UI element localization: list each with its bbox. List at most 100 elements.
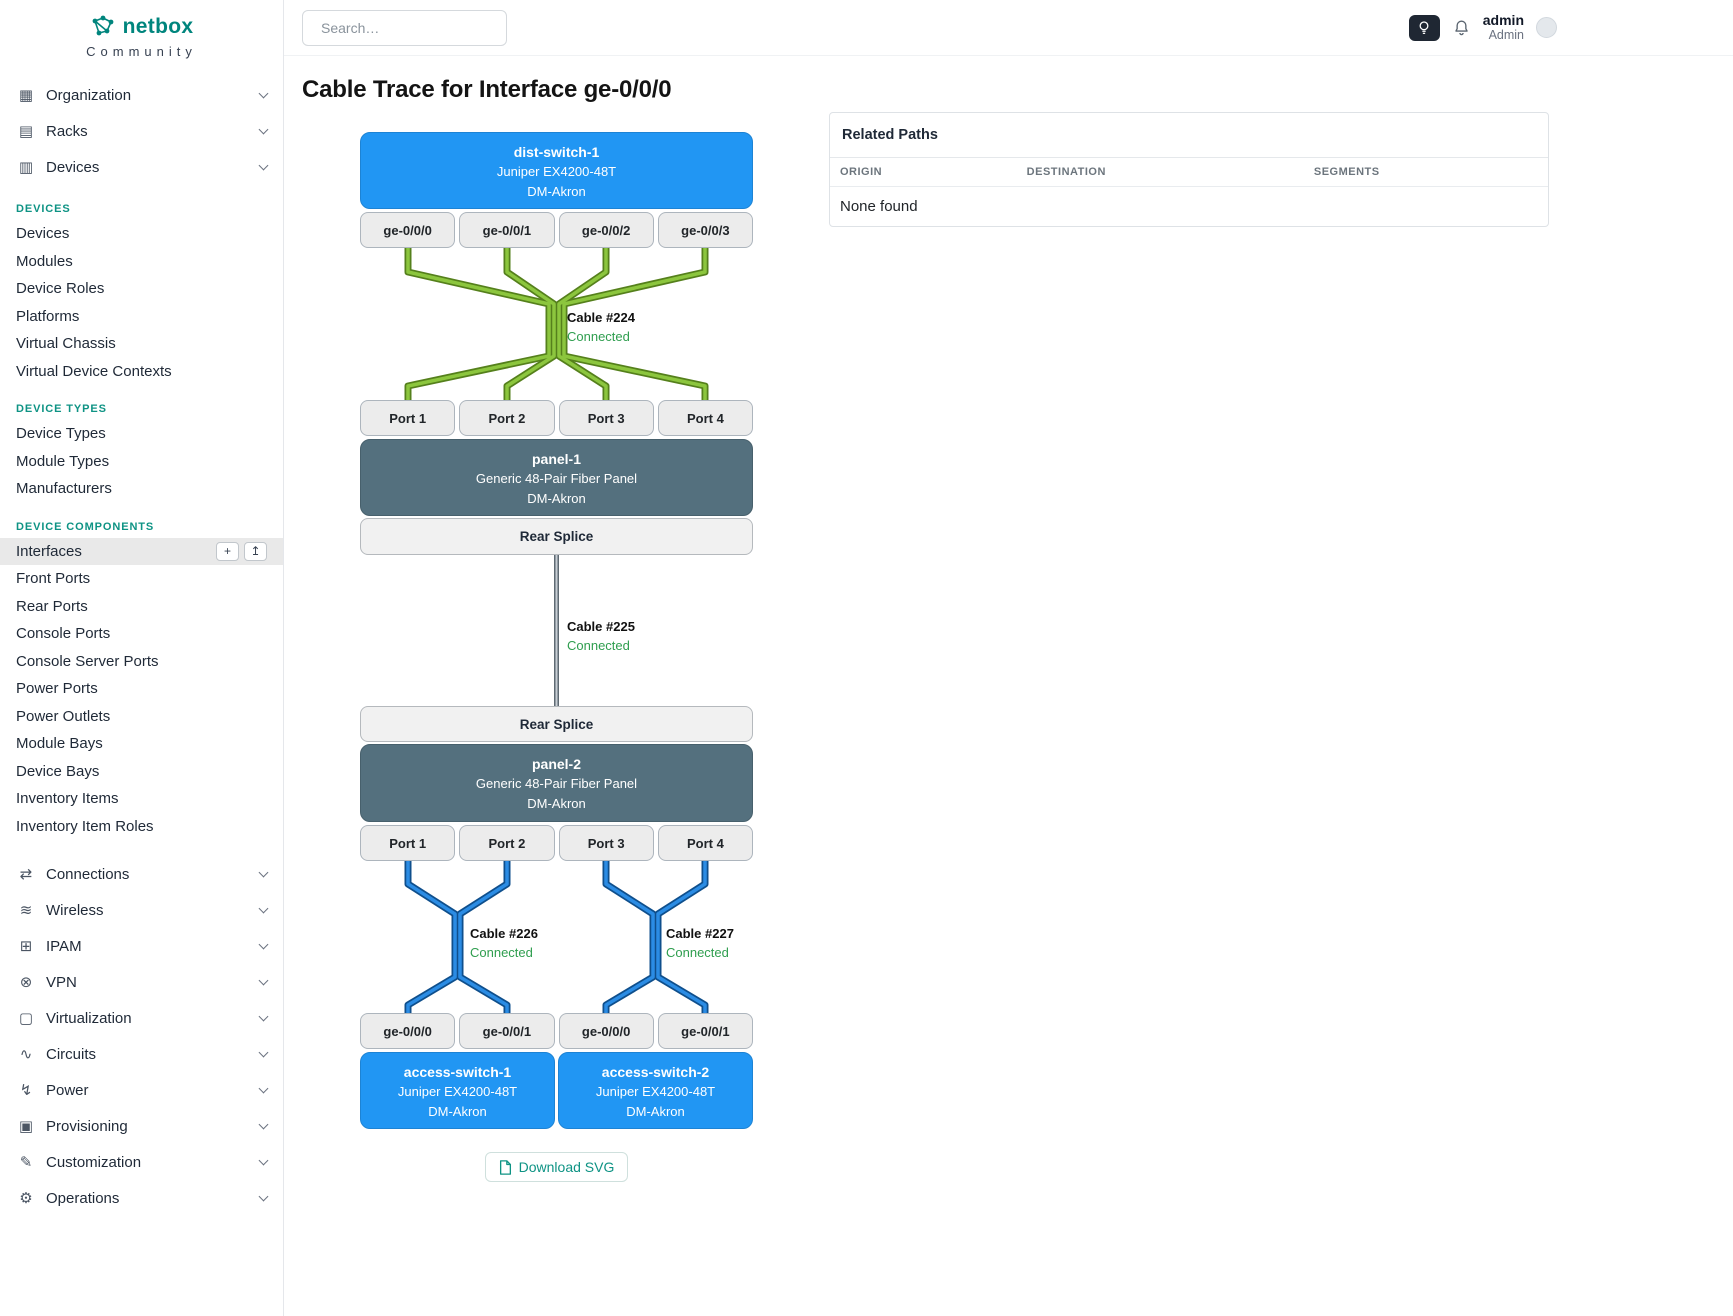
related-paths-title: Related Paths	[830, 113, 1548, 158]
sidebar-item-virtual-chassis[interactable]: Virtual Chassis	[16, 335, 116, 352]
sidebar-item-virtual-device-contexts[interactable]: Virtual Device Contexts	[16, 362, 172, 380]
table-row: None found	[830, 187, 1548, 227]
virtualization-icon: ▢	[18, 1010, 34, 1027]
device-node-dist-switch-1[interactable]: dist-switch-1 Juniper EX4200-48T DM-Akro…	[360, 132, 753, 209]
port-box[interactable]: Port 2	[459, 825, 555, 861]
sidebar-item-devices[interactable]: Devices	[16, 225, 70, 242]
sidebar-group-devices[interactable]: ▥ Devices	[0, 149, 283, 185]
sidebar-item-console-ports[interactable]: Console Ports	[16, 625, 111, 642]
device-node-panel-2[interactable]: panel-2 Generic 48-Pair Fiber Panel DM-A…	[360, 744, 753, 822]
interface-box[interactable]: ge-0/0/1	[459, 1013, 555, 1049]
sidebar-group-virtualization[interactable]: ▢ Virtualization	[0, 1000, 283, 1036]
sidebar-group-operations[interactable]: ⚙ Operations	[0, 1180, 283, 1216]
sidebar-group-wireless[interactable]: ≋ Wireless	[0, 892, 283, 928]
sidebar-item-platforms[interactable]: Platforms	[16, 307, 80, 325]
interface-box[interactable]: ge-0/0/0	[558, 1013, 654, 1049]
column-destination: DESTINATION	[1016, 158, 1304, 187]
sidebar-group-racks[interactable]: ▤ Racks	[0, 113, 283, 149]
chevron-down-icon	[258, 1047, 269, 1058]
interface-box[interactable]: ge-0/0/2	[558, 212, 654, 248]
vpn-icon: ⊗	[19, 974, 33, 991]
sidebar-item-power-ports[interactable]: Power Ports	[16, 680, 98, 697]
sidebar-group-provisioning[interactable]: ▣ Provisioning	[0, 1108, 283, 1144]
chevron-down-icon	[258, 1191, 269, 1202]
sidebar-item-manufacturers[interactable]: Manufacturers	[16, 480, 112, 497]
add-interface-button[interactable]: +	[216, 541, 239, 561]
port-box[interactable]: Port 1	[360, 400, 456, 436]
sidebar-group-organization[interactable]: ▦ Organization	[0, 77, 283, 113]
ipam-icon: ⊞	[19, 938, 33, 955]
chevron-down-icon	[258, 1119, 269, 1130]
provisioning-icon: ▣	[18, 1118, 34, 1135]
brand-name: netbox	[122, 15, 194, 38]
port-box[interactable]: Port 4	[657, 400, 753, 436]
sidebar-item-modules[interactable]: Modules	[16, 252, 73, 270]
lightbulb-icon	[1419, 21, 1429, 34]
cable-227-label: Cable #227 Connected	[666, 924, 734, 962]
sidebar-item-rear-ports[interactable]: Rear Ports	[16, 597, 88, 615]
port-box[interactable]: Port 1	[360, 825, 456, 861]
sidebar-item-front-ports[interactable]: Front Ports	[16, 570, 91, 587]
device-node-access-switch-2[interactable]: access-switch-2 Juniper EX4200-48T DM-Ak…	[558, 1052, 753, 1129]
page-title: Cable Trace for Interface ge-0/0/0	[302, 76, 672, 103]
sidebar-group-power[interactable]: ↯ Power	[0, 1072, 283, 1108]
section-header-devices: DEVICES	[16, 203, 71, 215]
port-box[interactable]: Port 2	[459, 400, 555, 436]
avatar[interactable]	[1536, 17, 1557, 38]
import-interfaces-button[interactable]: ↥	[244, 541, 267, 561]
sidebar-item-power-outlets[interactable]: Power Outlets	[16, 707, 111, 725]
sidebar-item-device-roles[interactable]: Device Roles	[16, 280, 105, 297]
theme-toggle-button[interactable]	[1408, 14, 1440, 41]
sidebar-group-ipam[interactable]: ⊞ IPAM	[0, 928, 283, 964]
sidebar-item-inventory-item-roles[interactable]: Inventory Item Roles	[16, 817, 154, 835]
sidebar-group-vpn[interactable]: ⊗ VPN	[0, 964, 283, 1000]
rear-splice-box[interactable]: Rear Splice	[360, 518, 753, 555]
sidebar-group-circuits[interactable]: ∿ Circuits	[0, 1036, 283, 1072]
search-box[interactable]	[302, 9, 507, 46]
sidebar-group-connections[interactable]: ⇄ Connections	[0, 856, 283, 892]
cable-status: Connected	[666, 945, 729, 960]
sidebar-item-module-bays[interactable]: Module Bays	[16, 735, 103, 752]
cable-226-label: Cable #226 Connected	[470, 924, 538, 962]
device-node-panel-1[interactable]: panel-1 Generic 48-Pair Fiber Panel DM-A…	[360, 439, 753, 516]
chevron-down-icon	[258, 939, 269, 950]
sidebar-item-module-types[interactable]: Module Types	[16, 452, 110, 470]
sidebar-item-device-bays[interactable]: Device Bays	[16, 762, 100, 780]
sidebar-nav: ▦ Organization ▤ Racks ▥ Devices DEVICES…	[0, 65, 283, 1216]
search-input[interactable]	[321, 19, 502, 36]
sidebar-item-device-types[interactable]: Device Types	[16, 425, 106, 442]
cable-status: Connected	[470, 945, 533, 960]
port-box[interactable]: Port 3	[558, 400, 654, 436]
download-svg-button[interactable]: Download SVG	[484, 1152, 629, 1182]
cable-trace-diagram: dist-switch-1 Juniper EX4200-48T DM-Akro…	[360, 132, 753, 1129]
cable-name[interactable]: Cable #227	[666, 926, 734, 941]
sidebar-group-customization[interactable]: ✎ Customization	[0, 1144, 283, 1180]
port-box[interactable]: Port 3	[558, 825, 654, 861]
cable-name[interactable]: Cable #225	[567, 619, 635, 634]
interface-box[interactable]: ge-0/0/0	[360, 212, 456, 248]
netbox-logo-icon	[92, 15, 114, 36]
sidebar-item-interfaces[interactable]: Interfaces + ↥	[0, 537, 283, 565]
organization-icon: ▦	[18, 87, 34, 104]
chevron-down-icon	[258, 88, 269, 99]
bottom-interface-row: ge-0/0/0 ge-0/0/1 ge-0/0/0 ge-0/0/1	[360, 1013, 753, 1049]
column-segments: SEGMENTS	[1303, 158, 1548, 187]
interface-box[interactable]: ge-0/0/1	[657, 1013, 753, 1049]
sidebar-item-console-server-ports[interactable]: Console Server Ports	[16, 652, 159, 670]
chevron-down-icon	[258, 1083, 269, 1094]
device-node-access-switch-1[interactable]: access-switch-1 Juniper EX4200-48T DM-Ak…	[360, 1052, 555, 1129]
user-menu[interactable]: admin Admin	[1482, 12, 1524, 43]
cable-name[interactable]: Cable #224	[567, 310, 635, 325]
port-box[interactable]: Port 4	[657, 825, 753, 861]
interface-box[interactable]: ge-0/0/3	[657, 212, 753, 248]
sidebar-item-inventory-items[interactable]: Inventory Items	[16, 790, 119, 807]
chevron-down-icon	[258, 903, 269, 914]
notifications-bell-icon[interactable]	[1452, 18, 1471, 37]
cable-224-label: Cable #224 Connected	[567, 308, 635, 346]
cable-name[interactable]: Cable #226	[470, 926, 538, 941]
rear-splice-box[interactable]: Rear Splice	[360, 706, 753, 742]
interface-box[interactable]: ge-0/0/1	[459, 212, 555, 248]
top-interface-row: ge-0/0/0 ge-0/0/1 ge-0/0/2 ge-0/0/3	[360, 212, 753, 248]
interface-box[interactable]: ge-0/0/0	[360, 1013, 456, 1049]
